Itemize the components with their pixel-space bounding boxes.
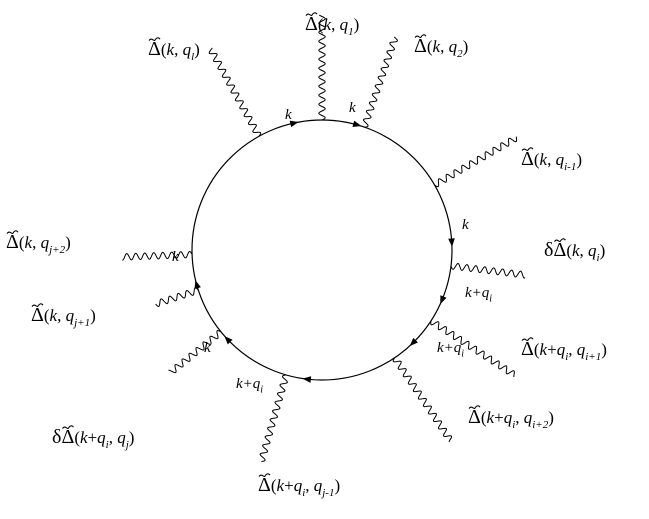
leg-q-j-plus-2-line [122,250,193,261]
leg-q-i-plus-2-line [392,357,453,443]
loop-arrow-4 [440,295,447,305]
momentum-k-plus-qi-lower-right: k+qi [437,340,464,360]
leg-q-i-plus-1-line [430,320,515,378]
leg-q-l-line [208,47,262,137]
leg-q-j-plus-1-tilde [31,303,44,307]
loop-arrow-2 [352,120,362,127]
leg-q-i-minus-1-line [434,136,518,188]
leg-q-j-minus-1-tilde [258,473,271,477]
momentum-k-top: k [349,100,356,116]
leg-q-j-line [168,330,222,374]
loop-arrow-3 [448,238,455,247]
leg-q-i-plus-2-label: Δ(k+qi, qi+2) [468,406,554,431]
direction-arrows [194,120,455,383]
leg-q-j-plus-2-tilde [6,230,19,234]
external-leg-labels: Δ(k, q1) Δ(k, q2) Δ(k, qi-1) δΔ(k, qi) Δ(k+q… [6,12,607,499]
leg-q-j-minus-1-label: Δ(k+qi, qj-1) [258,474,340,499]
leg-q2-line [362,36,398,128]
momentum-k-left: k [172,249,179,265]
leg-q-j-plus-2-label: Δ(k, qj+2) [6,231,71,256]
leg-q-i-minus-1-label: Δ(k, qi-1) [521,148,582,173]
momentum-k-lower-left: k [204,340,211,356]
loop-arrow-8 [194,280,201,290]
leg-q-j-minus-1-line [259,374,288,462]
leg-q-i-minus-1-tilde [521,147,534,151]
leg-q-i-label: δΔ(k, qi) [544,239,605,264]
loop-arrow-5 [409,337,418,347]
momentum-k-top-left: k [285,107,292,123]
leg-q-j-label: δΔ(k+qi, qj) [52,426,134,451]
leg-q-i-plus-1-label: Δ(k+qi, qi+1) [521,338,607,363]
leg-q2-label: Δ(k, q2) [414,35,468,60]
momentum-k-right: k [462,217,469,233]
leg-q1-tilde [305,12,318,16]
leg-q1-label: Δ(k, q1) [305,13,359,38]
leg-q-l-tilde [148,37,161,41]
loop-arrow-1 [289,120,299,128]
leg-q1-line [318,14,326,121]
leg-q2-tilde [414,34,427,38]
momentum-k-plus-qi-bottom: k+qi [236,376,263,396]
loop-arrow-7 [224,335,233,345]
leg-q-i-plus-2-tilde [468,405,481,409]
leg-q-j-tilde [61,425,74,429]
leg-q-j-plus-1-label: Δ(k, qj+1) [31,304,96,329]
leg-q-i-line [450,262,526,279]
wavy-lines [122,14,526,462]
leg-q-i-plus-1-tilde [521,337,534,341]
loop-arrow-6 [302,376,312,383]
leg-q-l-label: Δ(k, ql) [148,38,200,63]
momentum-k-plus-qi-right: k+qi [465,285,492,305]
leg-q-i-tilde [553,238,566,242]
momentum-labels: k k k k+qi k+qi k+qi k k [172,100,492,396]
leg-q-j-plus-1-line [155,287,199,307]
